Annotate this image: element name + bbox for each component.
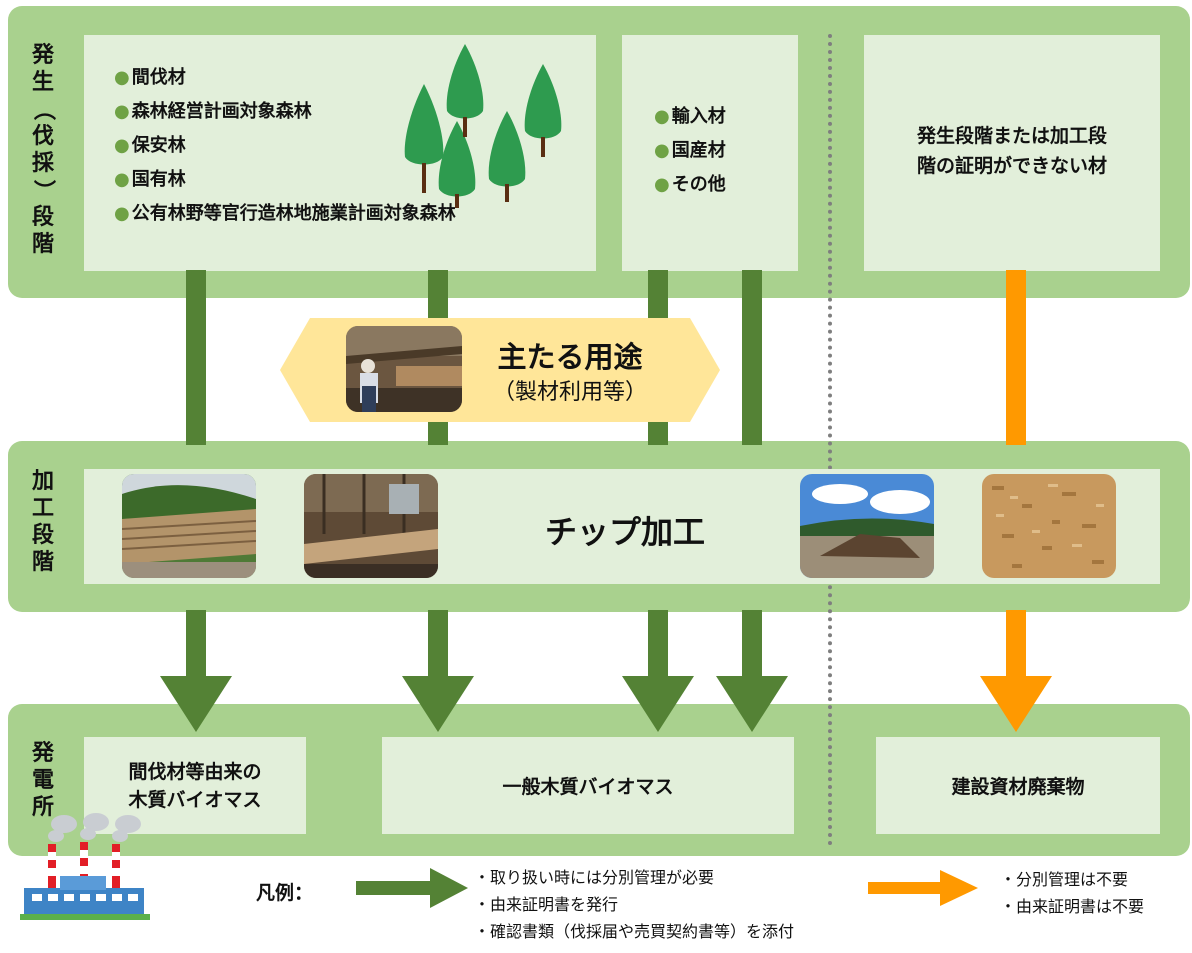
list-item: ●国有林 [114,169,186,190]
legend-green-arrow [356,868,468,908]
list-item: ●公有林野等官行造林地施業計画対象森林 [114,203,456,224]
felling-stage-label: 発 生 （ 伐 採 ） 段 階 [30,43,56,257]
flow-line [742,270,762,445]
list-item: ●その他 [654,174,726,195]
photo-wood-debris [800,474,934,578]
power-plant-label: 発 電 所 [31,741,54,820]
source-list: ●間伐材 ●森林経営計画対象森林 ●保安林 ●国有林 ●公有林野等官行造林地施業… [114,61,456,231]
dotted-divider [828,34,832,846]
chip-processing-box [84,469,1160,584]
legend-note: ・分別管理は不要 [1000,870,1129,889]
chip-processing-label: チップ加工 [544,513,705,551]
legend-note: ・確認書類（伐採届や売買契約書等）を添付 [474,922,795,941]
flow-line [186,270,206,445]
unproven-wood-text: 発生段階または加工段 階の証明ができない材 [916,125,1107,177]
legend-green-notes: ・取り扱い時には分別管理が必要 ・由来証明書を発行 ・確認書類（伐採届や売買契約… [474,864,794,945]
list-item: ●輸入材 [654,106,726,127]
legend-orange-notes: ・分別管理は不要 ・由来証明書は不要 [1000,866,1144,920]
list-item: ●保安林 [114,135,186,156]
unproven-wood-box: 発生段階または加工段 階の証明ができない材 [864,35,1160,271]
thinned-biomass-box: 間伐材等由来の 木質バイオマス [84,737,306,834]
main-use-title: 主たる用途 [497,340,643,374]
photo-log-pile [122,474,256,578]
orange-flow-line [1006,270,1026,445]
thinned-wood-source-box: ●間伐材 ●森林経営計画対象森林 ●保安林 ●国有林 ●公有林野等官行造林地施業… [84,35,596,271]
list-item: ●国産材 [654,140,726,161]
legend-note: ・由来証明書は不要 [1000,897,1145,916]
legend-orange-arrow [868,870,978,906]
construction-waste-box: 建設資材廃棄物 [876,737,1160,834]
list-item: ●間伐材 [114,67,186,88]
photo-lumber-yard [304,474,438,578]
import-domestic-source-box: ●輸入材 ●国産材 ●その他 [622,35,798,271]
main-use-subtitle: （製材利用等） [492,380,647,405]
legend-note: ・由来証明書を発行 [474,895,619,914]
photo-sawmill [346,326,462,412]
processing-stage-label: 加 工 段 階 [31,469,54,575]
tree-icon [404,44,562,208]
photo-wood-chips [982,474,1116,578]
source-list: ●輸入材 ●国産材 ●その他 [654,100,726,202]
general-biomass-box: 一般木質バイオマス [382,737,794,834]
flow-arrows [160,610,1052,732]
list-item: ●森林経営計画対象森林 [114,101,312,122]
legend-label: 凡例： [256,882,314,904]
factory-icon [20,813,150,920]
legend-note: ・取り扱い時には分別管理が必要 [474,868,715,887]
